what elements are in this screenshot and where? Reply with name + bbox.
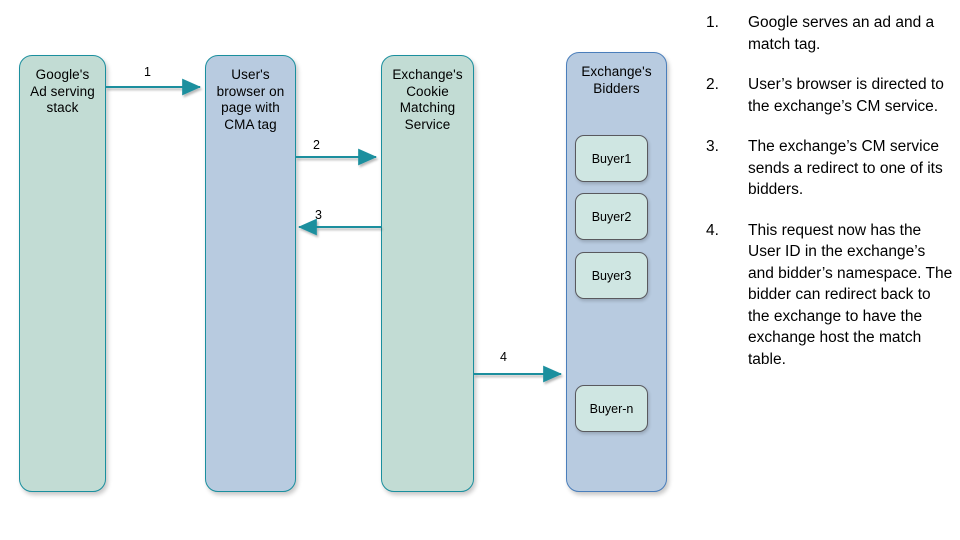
list-item: 3. The exchange’s CM service sends a red… xyxy=(706,136,954,201)
step-number: 4. xyxy=(706,221,719,239)
buyer-box[interactable]: Buyer3 xyxy=(575,252,648,299)
list-item: 1. Google serves an ad and a match tag. xyxy=(706,12,954,55)
node-user-browser[interactable]: User's browser on page with CMA tag xyxy=(205,55,296,492)
node-cms-label: Exchange's Cookie Matching Service xyxy=(392,67,463,132)
list-item: 2. User’s browser is directed to the exc… xyxy=(706,74,954,117)
node-bidders-label: Exchange's Bidders xyxy=(581,64,652,96)
buyer-label: Buyer2 xyxy=(591,209,632,224)
step-text: Google serves an ad and a match tag. xyxy=(748,14,935,53)
arrow-label-2: 2 xyxy=(313,138,320,152)
node-browser-label: User's browser on page with CMA tag xyxy=(216,67,285,132)
step-text: User’s browser is directed to the exchan… xyxy=(748,76,944,115)
list-item: 4. This request now has the User ID in t… xyxy=(706,220,954,371)
buyer-box[interactable]: Buyer-n xyxy=(575,385,648,432)
buyer-label: Buyer1 xyxy=(591,151,632,166)
step-number: 1. xyxy=(706,14,719,31)
steps-list: 1. Google serves an ad and a match tag. … xyxy=(706,12,954,389)
step-number: 3. xyxy=(706,138,719,155)
step-number: 2. xyxy=(706,76,719,93)
step-text: This request now has the User ID in the … xyxy=(748,221,953,368)
node-google-ad-serving-stack[interactable]: Google's Ad serving stack xyxy=(19,55,106,492)
arrow-label-3: 3 xyxy=(315,208,322,222)
arrow-label-1: 1 xyxy=(144,65,151,79)
node-google-label: Google's Ad serving stack xyxy=(30,67,95,115)
buyer-box[interactable]: Buyer1 xyxy=(575,135,648,182)
buyer-label: Buyer3 xyxy=(591,268,632,283)
step-text: The exchange’s CM service sends a redire… xyxy=(748,138,943,198)
arrow-label-4: 4 xyxy=(500,350,507,364)
node-exchange-cookie-matching-service[interactable]: Exchange's Cookie Matching Service xyxy=(381,55,474,492)
buyer-label: Buyer-n xyxy=(589,401,634,416)
buyer-box[interactable]: Buyer2 xyxy=(575,193,648,240)
